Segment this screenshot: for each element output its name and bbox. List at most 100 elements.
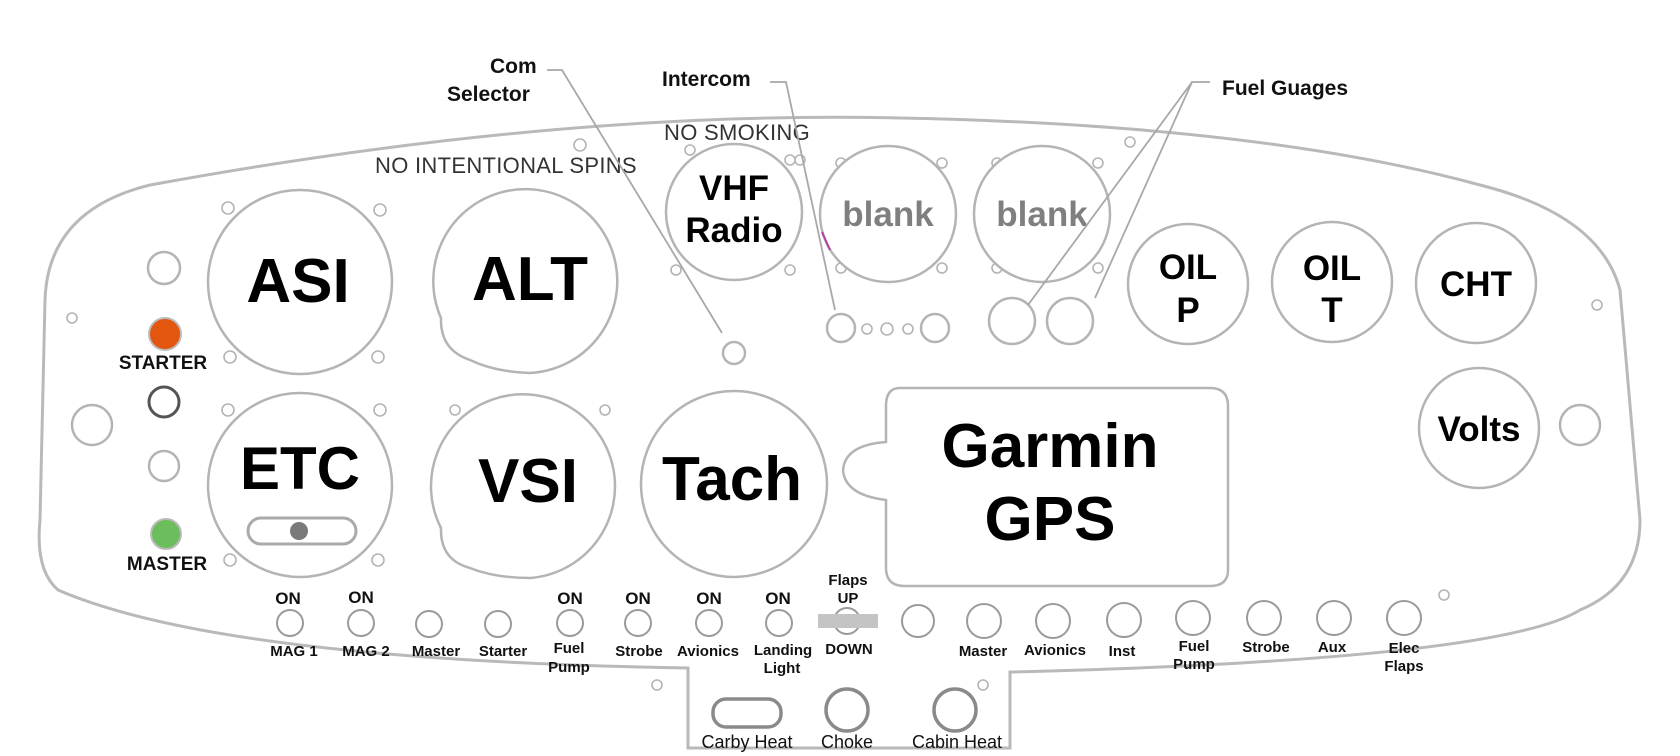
intercom-knob[interactable] — [825, 312, 857, 344]
mag1-label: MAG 1 — [270, 643, 318, 660]
volts-gauge — [1417, 366, 1541, 490]
mag2-switch[interactable] — [347, 609, 375, 637]
choke-knob[interactable] — [824, 687, 870, 733]
intercom-jack-1 — [861, 323, 873, 335]
vhf-label-line1: VHF — [699, 169, 769, 208]
avionics-switch[interactable] — [695, 609, 723, 637]
com-selector-knob[interactable] — [721, 340, 747, 366]
oil-temp-gauge — [1270, 220, 1394, 344]
mag2-label: MAG 2 — [342, 643, 390, 660]
strobe-on-label: ON — [625, 589, 651, 608]
inst-breaker-label: Inst — [1109, 643, 1136, 660]
intercom-jack-2 — [880, 322, 894, 336]
oil-pressure-line1: OIL — [1159, 248, 1217, 287]
landing-light-label-1: Landing — [754, 642, 812, 659]
mag1-on-label: ON — [275, 589, 301, 608]
carby-heat-knob[interactable] — [711, 697, 783, 729]
vhf-label-line2: Radio — [685, 211, 782, 250]
alt-gauge — [432, 187, 619, 375]
vsi-gauge — [429, 393, 617, 580]
starter-button[interactable] — [148, 317, 182, 351]
strobe-breaker-label: Strobe — [1242, 639, 1290, 656]
flaps-down-label: DOWN — [825, 641, 873, 658]
fuel-pump-breaker-label-2: Pump — [1173, 656, 1215, 673]
master-button[interactable] — [150, 518, 182, 550]
landing-light-switch[interactable] — [765, 609, 793, 637]
fuel-gauges-callout: Fuel Guages — [1222, 77, 1348, 100]
etc-ball — [290, 522, 308, 540]
starter-label: STARTER — [119, 353, 208, 374]
alt-label: ALT — [472, 245, 588, 314]
avionics-breaker[interactable] — [1035, 603, 1071, 639]
master-switch[interactable] — [415, 610, 443, 638]
oil-temp-line2: T — [1321, 291, 1342, 330]
asi-gauge — [206, 188, 394, 376]
intercom-volume-knob[interactable] — [919, 312, 951, 344]
fuel-gauge-left — [987, 296, 1037, 346]
choke-label: Choke — [821, 732, 873, 752]
starter-switch-label: Starter — [479, 643, 528, 660]
mag1-switch[interactable] — [276, 609, 304, 637]
flaps-lever[interactable] — [818, 614, 878, 628]
strobe-breaker[interactable] — [1246, 600, 1282, 636]
elec-flaps-breaker-label-1: Elec — [1389, 640, 1420, 657]
switch-row: ON MAG 1 ON MAG 2 Master Starter ON Fuel… — [270, 572, 935, 677]
tach-gauge — [639, 389, 829, 579]
callout-leaders — [547, 69, 1210, 334]
intercom-wire — [821, 231, 831, 251]
avionics-switch-label: Avionics — [677, 643, 739, 660]
fuel-pump-label-2: Pump — [548, 659, 590, 676]
gps-bay — [841, 386, 1230, 588]
strobe-switch-label: Strobe — [615, 643, 663, 660]
asi-label: ASI — [246, 247, 349, 316]
avionics-breaker-label: Avionics — [1024, 642, 1086, 659]
master-label: MASTER — [127, 554, 208, 575]
gps-label-line1: Garmin — [941, 412, 1158, 481]
right-side-knob[interactable] — [1558, 403, 1602, 447]
left-side-knob[interactable] — [70, 403, 114, 447]
cht-label: CHT — [1440, 265, 1512, 304]
blank-gauge-2 — [972, 144, 1112, 284]
fuel-pump-label-1: Fuel — [554, 640, 585, 657]
cht-gauge — [1414, 221, 1538, 345]
blank-label-1: blank — [842, 195, 934, 234]
oil-pressure-line2: P — [1176, 291, 1199, 330]
spare-switch[interactable] — [901, 604, 935, 638]
com-selector-callout-2: Selector — [447, 83, 530, 106]
left-upper-knob[interactable] — [146, 250, 182, 286]
aux-breaker-label: Aux — [1318, 639, 1347, 656]
fuel-pump-breaker-label-1: Fuel — [1179, 638, 1210, 655]
landing-light-label-2: Light — [764, 660, 801, 677]
elec-flaps-breaker[interactable] — [1386, 600, 1422, 636]
aux-breaker[interactable] — [1316, 600, 1352, 636]
vsi-label: VSI — [478, 447, 578, 516]
flaps-up-label-1: Flaps — [828, 572, 867, 589]
left-lower-knob[interactable] — [147, 449, 181, 483]
key-switch[interactable] — [147, 385, 181, 419]
fuel-pump-on-label: ON — [557, 589, 583, 608]
starter-switch[interactable] — [484, 610, 512, 638]
fuel-pump-switch[interactable] — [556, 609, 584, 637]
no-smoking-placard: NO SMOKING — [664, 120, 810, 145]
fuel-gauge-right — [1045, 296, 1095, 346]
master-breaker-label: Master — [959, 643, 1008, 660]
breaker-row: Master Avionics Inst Fuel Pump Strobe Au… — [959, 600, 1424, 675]
landing-light-on-label: ON — [765, 589, 791, 608]
inst-breaker[interactable] — [1106, 602, 1142, 638]
master-switch-label: Master — [412, 643, 461, 660]
cabin-heat-knob[interactable] — [932, 687, 978, 733]
etc-label: ETC — [240, 435, 360, 502]
blank-gauge-1 — [818, 144, 958, 284]
elec-flaps-breaker-label-2: Flaps — [1384, 658, 1423, 675]
avionics-on-label: ON — [696, 589, 722, 608]
oil-pressure-gauge — [1126, 222, 1250, 346]
flaps-up-label-2: UP — [838, 590, 859, 607]
volts-label: Volts — [1438, 410, 1521, 449]
master-breaker[interactable] — [966, 603, 1002, 639]
fuel-pump-breaker[interactable] — [1175, 600, 1211, 636]
cabin-heat-label: Cabin Heat — [912, 732, 1002, 752]
strobe-switch[interactable] — [624, 609, 652, 637]
intercom-callout: Intercom — [662, 68, 751, 91]
oil-temp-line1: OIL — [1303, 249, 1361, 288]
